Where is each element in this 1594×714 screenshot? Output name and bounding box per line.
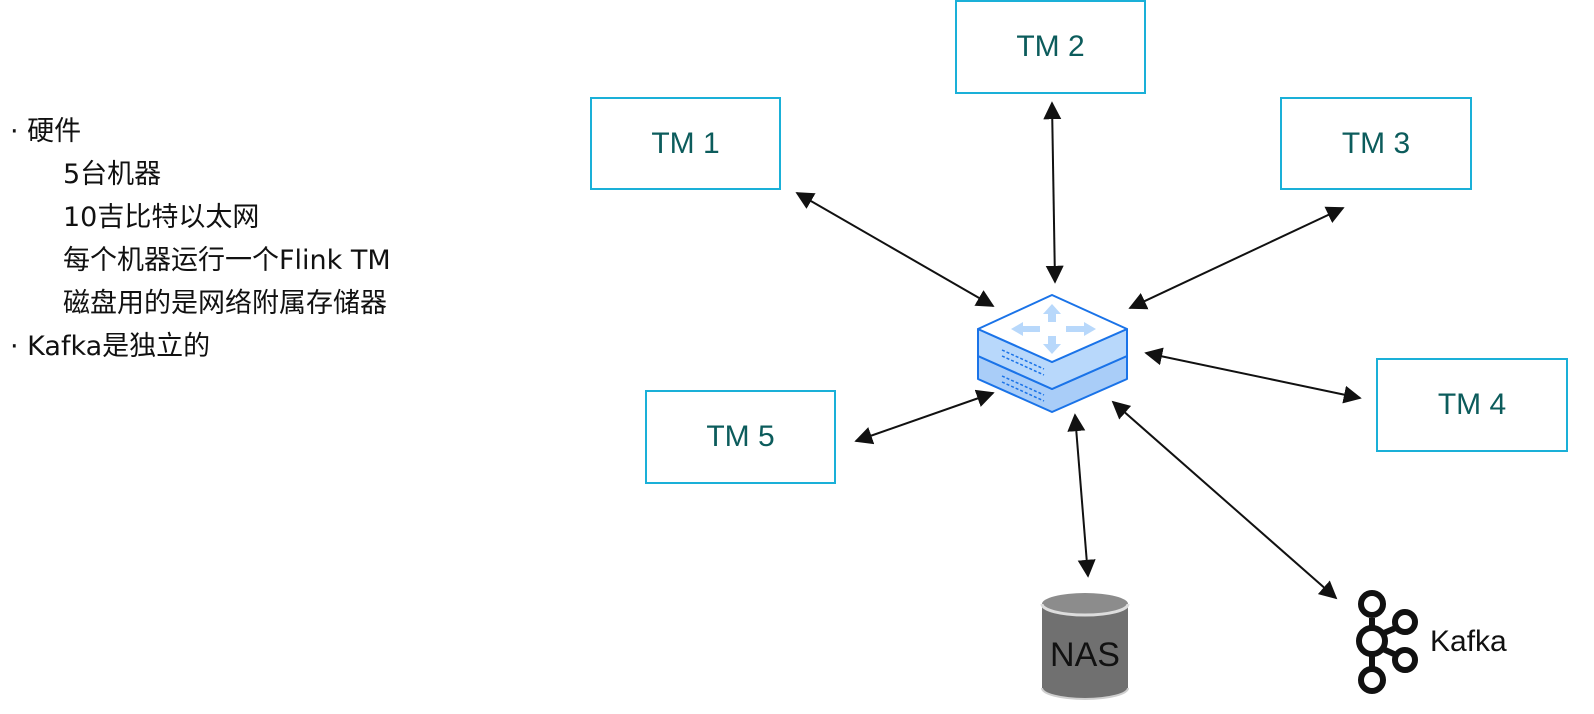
hardware-notes: · 硬件 5台机器 10吉比特以太网 每个机器运行一个Flink TM 磁盘用的… <box>10 110 391 368</box>
nas-label: NAS <box>1050 636 1120 674</box>
hardware-item-network: 10吉比特以太网 <box>63 202 260 233</box>
nas-database-icon: NAS <box>1040 593 1130 700</box>
tm2-node: TM 2 <box>955 0 1146 94</box>
kafka-label: Kafka <box>1430 625 1507 658</box>
link-kafka-switch <box>1111 400 1338 600</box>
link-tm5-switch <box>854 389 995 445</box>
hardware-item-flink-tm: 每个机器运行一个Flink TM <box>63 245 391 276</box>
link-nas-switch <box>1067 413 1096 578</box>
link-tm3-switch <box>1128 206 1345 310</box>
link-tm4-switch <box>1144 347 1362 404</box>
hardware-heading: · 硬件 <box>10 116 82 147</box>
tm1-node: TM 1 <box>590 97 781 190</box>
tm3-node: TM 3 <box>1280 97 1472 190</box>
hardware-item-storage: 磁盘用的是网络附属存储器 <box>63 288 387 319</box>
kafka-note: · Kafka是独立的 <box>10 331 211 362</box>
hardware-item-machines: 5台机器 <box>63 159 162 190</box>
link-tm2-switch <box>1043 101 1064 284</box>
tm5-node: TM 5 <box>645 390 836 484</box>
tm4-node: TM 4 <box>1376 358 1568 452</box>
link-tm1-switch <box>795 192 995 307</box>
network-switch-icon <box>977 294 1128 413</box>
kafka-logo-icon <box>1356 590 1418 694</box>
